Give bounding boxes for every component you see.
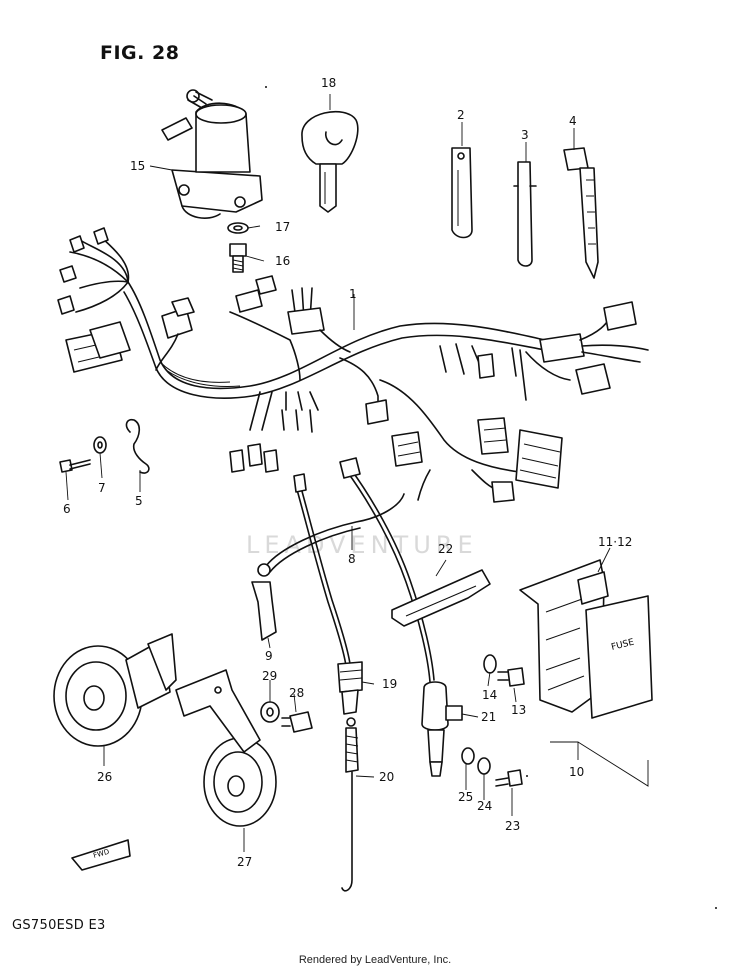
callout-23: 23	[505, 819, 521, 833]
cable-tie	[563, 147, 599, 279]
screw-13	[497, 667, 525, 687]
callout-9: 9	[265, 649, 273, 663]
callout-22: 22	[438, 542, 454, 556]
horn-27	[175, 669, 277, 827]
callout-26: 26	[97, 770, 113, 784]
callout-8: 8	[348, 552, 356, 566]
callout-7: 7	[98, 481, 106, 495]
screw-23	[495, 769, 523, 787]
callout-29: 29	[262, 669, 278, 683]
stray-dots	[265, 86, 717, 909]
model-code: GS750ESD E3	[12, 918, 106, 933]
clip-5	[125, 418, 150, 474]
callout-4: 4	[569, 114, 577, 128]
callout-25: 25	[458, 790, 474, 804]
callout-6: 6	[63, 502, 71, 516]
clamp-2	[451, 147, 473, 239]
key	[301, 111, 359, 213]
fuse-box	[519, 559, 653, 719]
callout-10: 10	[569, 765, 585, 779]
callout-19: 19	[382, 677, 398, 691]
callout-11-12: 11·12	[598, 535, 633, 549]
washer-17	[227, 222, 249, 234]
horn-26	[53, 633, 177, 747]
callout-16: 16	[275, 254, 291, 268]
forward-arrow: FWD	[71, 839, 131, 871]
wiring-harness	[57, 227, 649, 503]
callout-13: 13	[511, 703, 527, 717]
ground-lead	[257, 493, 405, 577]
callout-3: 3	[521, 128, 529, 142]
callout-2: 2	[457, 108, 465, 122]
callout-27: 27	[237, 855, 253, 869]
screw-16	[229, 243, 247, 273]
clamp-3	[513, 161, 537, 267]
callout-5: 5	[135, 494, 143, 508]
screw-6	[59, 459, 91, 473]
callout-20: 20	[379, 770, 395, 784]
leader-lines	[65, 94, 649, 852]
fig-title: FIG. 28	[100, 42, 180, 64]
callout-14: 14	[482, 688, 498, 702]
clamp-9	[251, 581, 277, 641]
speedometer-cable	[293, 473, 363, 715]
callout-1: 1	[349, 287, 357, 301]
washer-7	[93, 436, 107, 454]
bracket-22	[391, 569, 491, 627]
washer-14	[483, 654, 497, 674]
callout-17: 17	[275, 220, 291, 234]
callout-18: 18	[321, 76, 337, 90]
inner-cable	[341, 717, 359, 892]
callout-21: 21	[481, 710, 497, 724]
washer-29	[260, 701, 280, 723]
ignition-switch	[161, 89, 263, 219]
callout-15: 15	[130, 159, 146, 173]
footer-credit: Rendered by LeadVenture, Inc.	[298, 954, 452, 966]
washer-24	[477, 757, 491, 775]
bolt-28	[281, 711, 313, 733]
switch-cable	[339, 457, 463, 777]
washer-25	[461, 747, 475, 765]
callout-24: 24	[477, 799, 493, 813]
callout-28: 28	[289, 686, 305, 700]
